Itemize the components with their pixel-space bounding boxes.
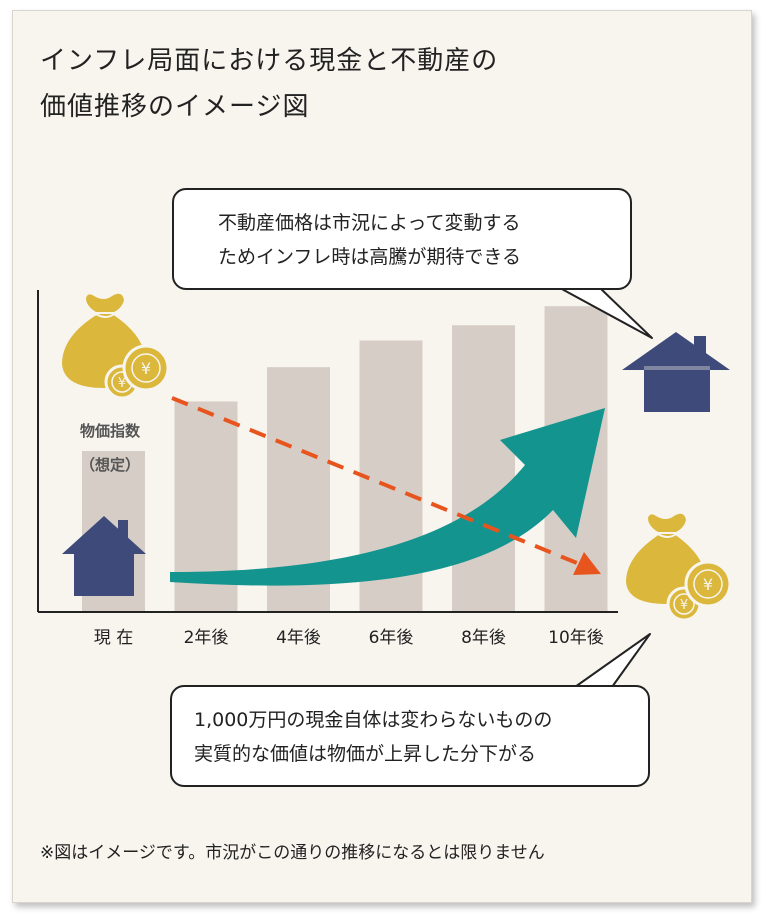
fall-arrow-head [573, 552, 601, 575]
x-tick-label: 4年後 [276, 628, 321, 648]
page-title: インフレ局面における現金と不動産の 価値推移のイメージ図 [40, 38, 498, 130]
x-tick-label: 6年後 [368, 628, 414, 648]
x-tick-label: 8年後 [461, 628, 506, 648]
coin-yen: ¥ [118, 376, 126, 391]
rise-arrow [170, 408, 605, 586]
coin-yen: ¥ [680, 598, 688, 613]
house-icon [622, 332, 730, 412]
bubble-line-2: ためインフレ時は高騰が期待できる [218, 246, 522, 268]
coin-yen: ¥ [141, 359, 151, 378]
title-line-2: 価値推移のイメージ図 [40, 92, 310, 122]
bubble-line-1: 不動産価格は市況によって変動する [218, 212, 521, 234]
x-tick-label: 現 在 [93, 628, 134, 648]
index-label-line-2: （想定） [79, 456, 140, 474]
money-bag-icon: ¥ ¥ [626, 513, 732, 622]
house-icon [62, 516, 146, 596]
title-line-1: インフレ局面における現金と不動産の [40, 46, 499, 76]
footnote: ※図はイメージです。市況がこの通りの推移になるとは限りません [40, 843, 545, 863]
x-tick-label: 2年後 [183, 628, 229, 648]
bubble-line-1: 1,000万円の現金自体は変わらないものの [194, 709, 553, 731]
coin-yen: ¥ [703, 575, 713, 594]
cash-speech-bubble: 1,000万円の現金自体は変わらないものの 実質的な価値は物価が上昇した分下がる [170, 685, 650, 787]
realestate-speech-bubble: 不動産価格は市況によって変動する ためインフレ時は高騰が期待できる [172, 188, 632, 290]
bar-4 [452, 325, 515, 611]
x-tick-label: 10年後 [548, 628, 604, 648]
bubble-line-2: 実質的な価値は物価が上昇した分下がる [194, 743, 537, 765]
fall-arrow-line [171, 396, 578, 565]
money-bag-icon: ¥ ¥ [62, 293, 170, 400]
index-label-line-1: 物価指数 [79, 422, 140, 440]
